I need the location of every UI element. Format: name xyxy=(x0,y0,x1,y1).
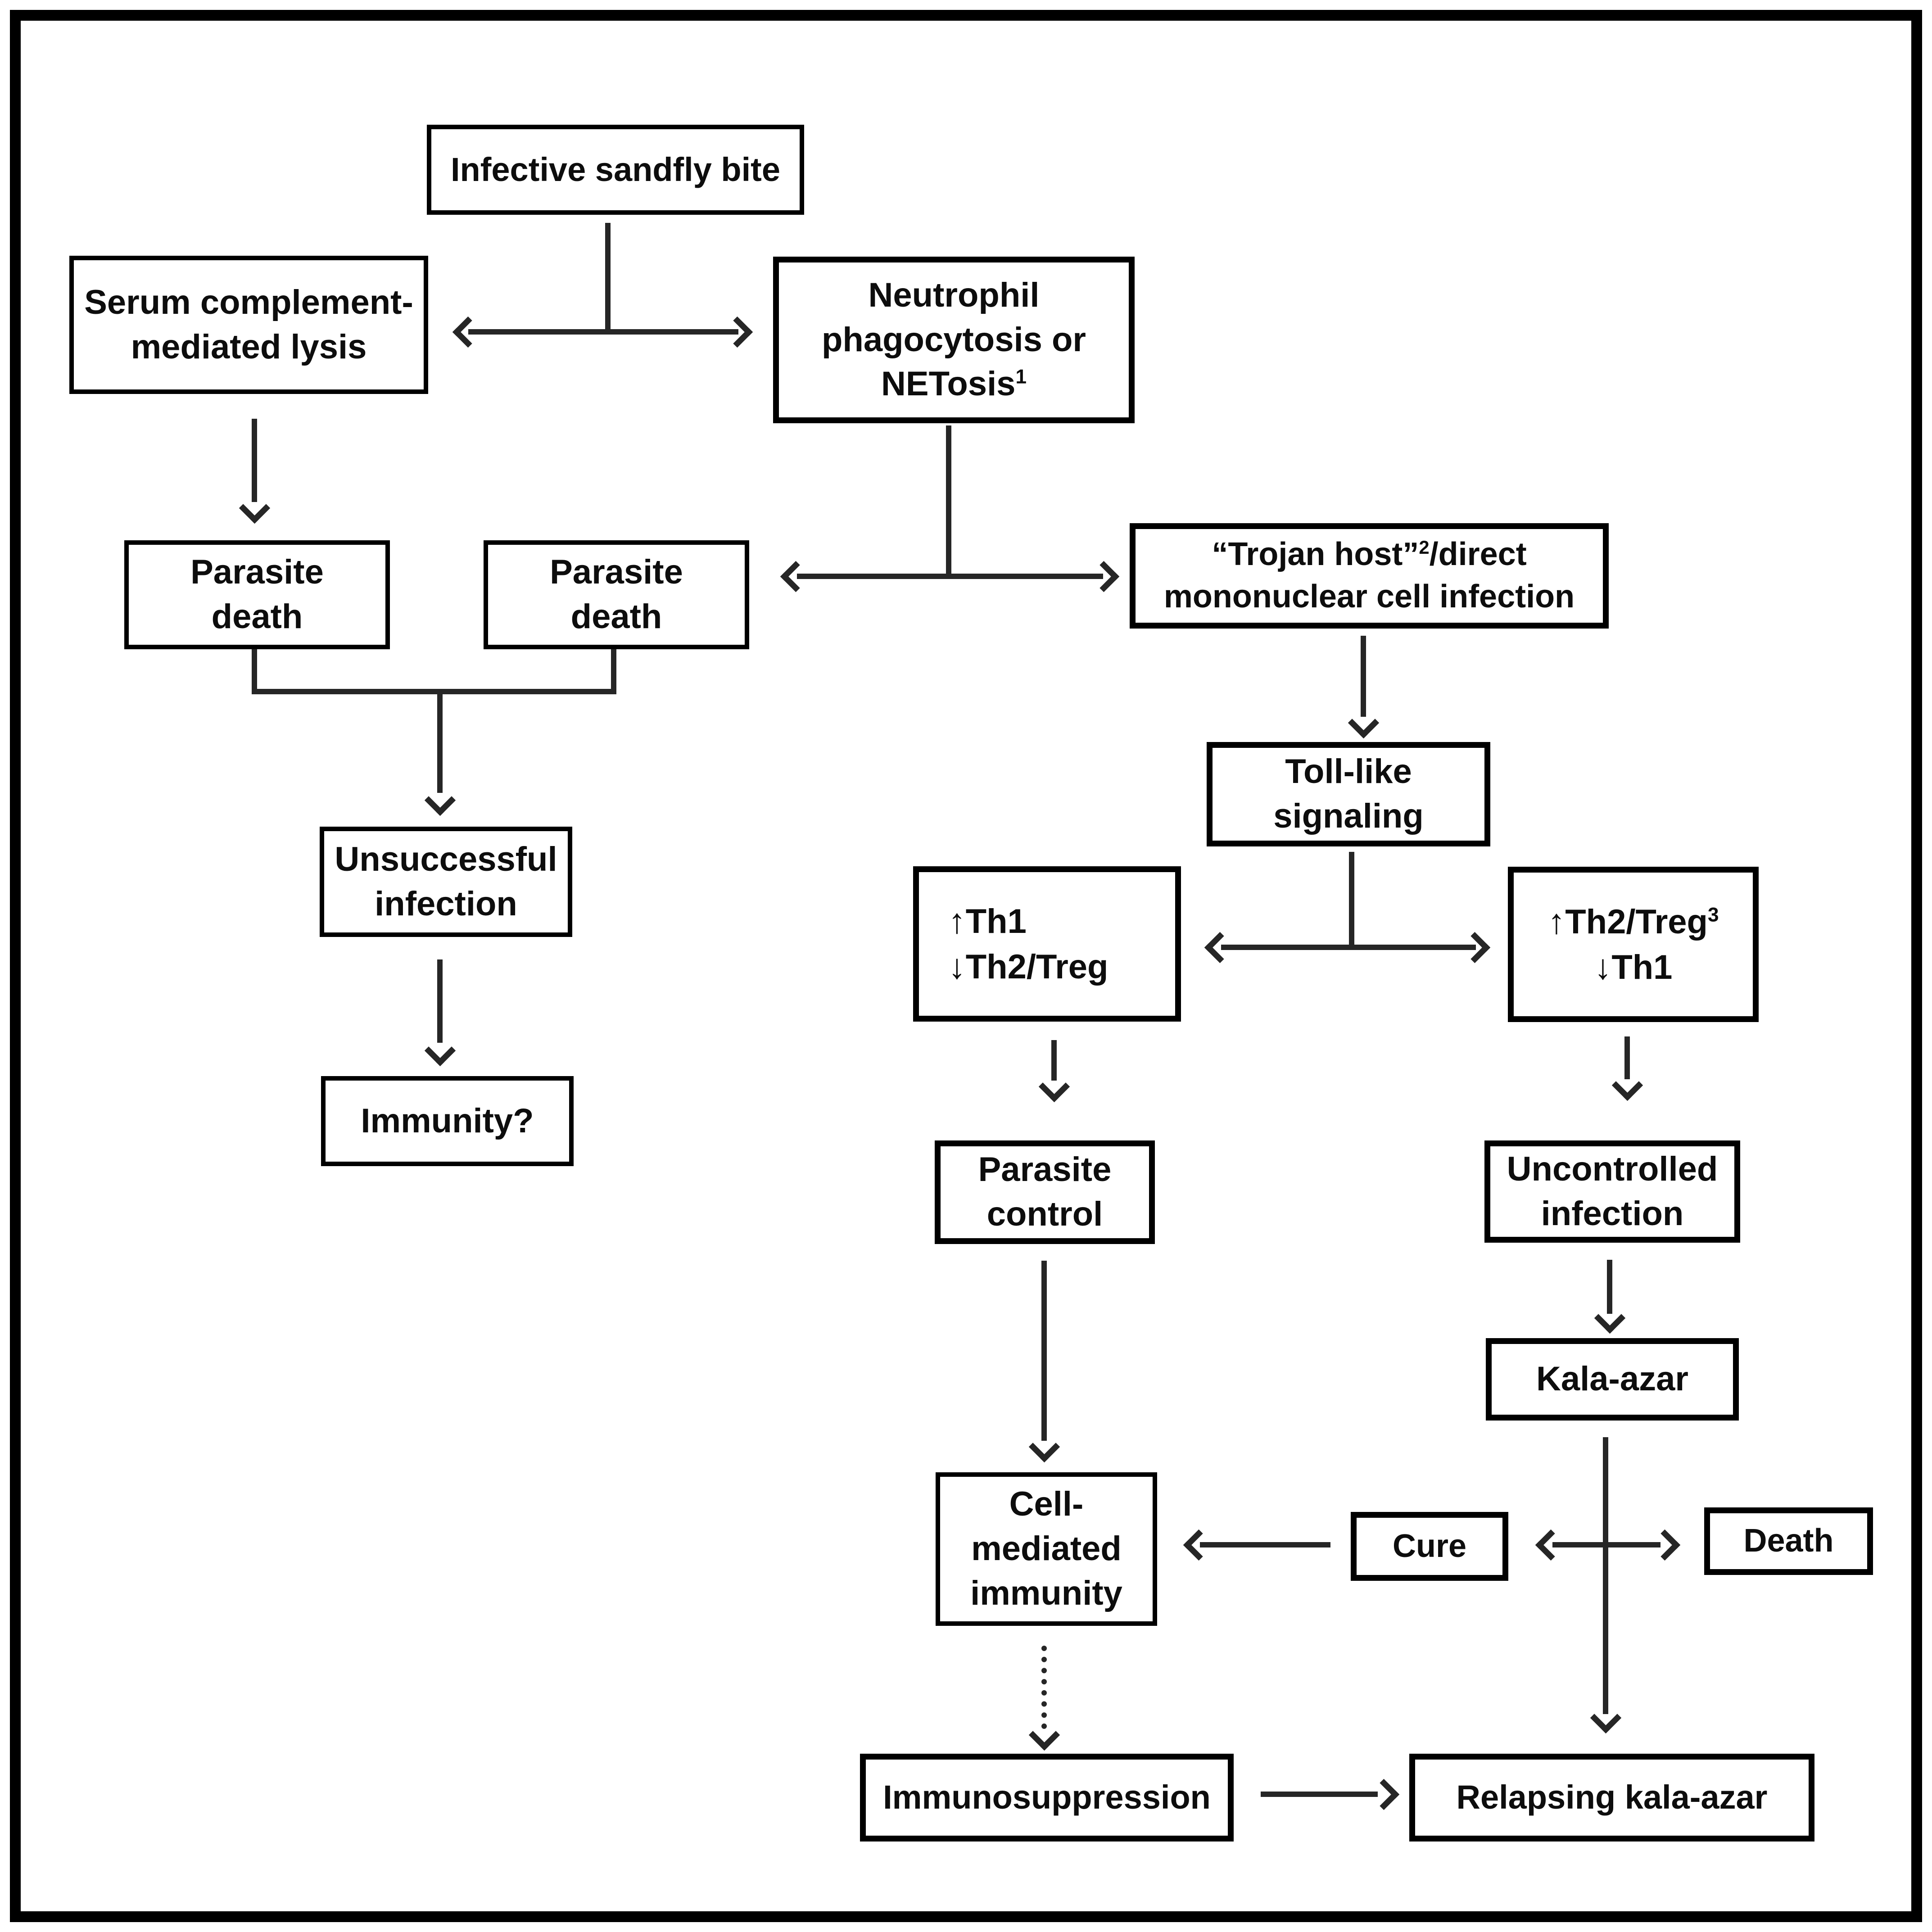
box-parasite-death-right: Parasite death xyxy=(484,540,749,649)
box-cell-mediated-immunity: Cell- mediated immunity xyxy=(936,1472,1157,1626)
box-label-line: Parasite xyxy=(978,1150,1112,1189)
box-label-line: Unsuccessful xyxy=(335,840,557,878)
box-label-line: mononuclear cell infection xyxy=(1163,579,1575,615)
connector-merge-stem xyxy=(437,692,443,793)
connector-infective-bar xyxy=(468,329,738,335)
box-th1-up-th2treg-down: ↑Th1 ↓Th2/Treg xyxy=(913,866,1181,1022)
box-toll-like-signaling: Toll-like signaling xyxy=(1207,742,1490,846)
box-label: Cure xyxy=(1392,1528,1467,1564)
down-arrow-glyph: ↓ xyxy=(1594,947,1612,986)
connector-neutrophil-stem xyxy=(946,425,951,576)
connector-cmi-dotted-down xyxy=(1041,1646,1047,1729)
box-label-line: signaling xyxy=(1273,797,1424,835)
up-arrow-glyph: ↑ xyxy=(1547,902,1566,941)
box-uncontrolled-infection: Uncontrolled infection xyxy=(1484,1140,1740,1243)
connector-trojan-down xyxy=(1361,636,1366,717)
connector-parasite-control-down xyxy=(1041,1261,1047,1441)
th1-up-label: Th1 xyxy=(965,902,1027,941)
box-kala-azar: Kala-azar xyxy=(1486,1338,1739,1421)
box-label-line: Uncontrolled xyxy=(1507,1149,1718,1188)
connector-toll-bar xyxy=(1221,945,1476,950)
box-label-line: Serum complement- xyxy=(84,283,413,321)
box-immunosuppression: Immunosuppression xyxy=(860,1754,1234,1842)
box-label: Relapsing kala-azar xyxy=(1456,1778,1768,1816)
th2-down-label: Th1 xyxy=(1611,948,1673,986)
box-label-line: infection xyxy=(375,884,517,923)
box-label-line: immunity xyxy=(970,1574,1122,1612)
box-parasite-control: Parasite control xyxy=(935,1140,1155,1244)
box-label-line: Parasite xyxy=(550,553,683,592)
box-label-line: death xyxy=(570,597,662,636)
box-label: Immunosuppression xyxy=(883,1778,1211,1816)
box-label-line: Neutrophil xyxy=(868,276,1040,314)
box-label: Kala-azar xyxy=(1536,1360,1688,1398)
up-arrow-glyph: ↑ xyxy=(948,901,966,941)
box-death: Death xyxy=(1704,1507,1873,1575)
box-immunity-question: Immunity? xyxy=(321,1076,574,1166)
box-label-line: “Trojan host”2/direct xyxy=(1212,534,1526,576)
connector-uncontrolled-down xyxy=(1607,1260,1612,1314)
connector-th2-down xyxy=(1624,1036,1630,1079)
th2-up-label: Th2/Treg xyxy=(1565,902,1708,941)
connector-neutrophil-bar xyxy=(797,574,1103,579)
box-label-line: control xyxy=(986,1195,1103,1233)
connector-immunosuppression-right xyxy=(1261,1792,1378,1797)
trojan-direct-text: /direct xyxy=(1429,536,1527,573)
box-relapsing-kala-azar: Relapsing kala-azar xyxy=(1409,1754,1814,1842)
connector-serum-down xyxy=(252,419,257,502)
box-label-line: phagocytosis or xyxy=(822,320,1086,359)
box-label-line: mediated xyxy=(971,1529,1122,1568)
box-label-line: ↓Th1 xyxy=(1594,945,1673,990)
box-neutrophil-phagocytosis-netosis: Neutrophil phagocytosis or NETosis1 xyxy=(773,257,1135,423)
box-trojan-host-mononuclear-infection: “Trojan host”2/direct mononuclear cell i… xyxy=(1130,523,1609,629)
connector-th1-down xyxy=(1051,1040,1057,1081)
box-label-line: mediated lysis xyxy=(131,327,367,366)
trojan-superscript: 2 xyxy=(1419,537,1430,558)
connector-kala-down xyxy=(1603,1437,1608,1714)
box-label: Death xyxy=(1743,1523,1834,1559)
connector-cure-to-cmi xyxy=(1200,1542,1330,1547)
th2-superscript: 3 xyxy=(1707,904,1719,926)
box-label-line: Parasite xyxy=(190,553,324,592)
connector-merge-left xyxy=(252,649,257,694)
box-label-line: NETosis1 xyxy=(881,362,1027,407)
netosis-text: NETosis xyxy=(881,365,1016,403)
netosis-superscript: 1 xyxy=(1015,366,1027,389)
box-unsuccessful-infection: Unsuccessful infection xyxy=(320,827,572,937)
outer-frame xyxy=(10,10,1922,1922)
connector-unsuccessful-down xyxy=(437,959,443,1043)
connector-infective-stem xyxy=(605,223,611,331)
connector-merge-horizontal xyxy=(252,689,616,694)
th1-down-label: Th2/Treg xyxy=(965,947,1109,986)
box-infective-sandfly-bite: Infective sandfly bite xyxy=(427,125,804,215)
box-th2treg-up-th1-down: ↑Th2/Treg3 ↓Th1 xyxy=(1508,867,1759,1022)
box-parasite-death-left: Parasite death xyxy=(124,540,390,649)
down-arrow-glyph: ↓ xyxy=(948,947,966,986)
box-cure: Cure xyxy=(1351,1512,1508,1581)
box-label-line: Cell- xyxy=(1009,1485,1084,1524)
connector-cure-death xyxy=(1552,1542,1661,1547)
connector-merge-right xyxy=(611,649,616,694)
connector-toll-stem xyxy=(1349,852,1354,947)
box-label-line: Toll-like xyxy=(1285,752,1412,791)
box-label-line: ↓Th2/Treg xyxy=(948,944,1108,990)
box-label: Infective sandfly bite xyxy=(451,150,780,188)
box-label-line: ↑Th2/Treg3 xyxy=(1548,899,1719,945)
box-label-line: ↑Th1 xyxy=(948,899,1027,944)
box-label-line: death xyxy=(211,597,303,636)
box-label: Immunity? xyxy=(361,1101,534,1140)
box-label-line: infection xyxy=(1541,1194,1684,1233)
box-serum-complement-lysis: Serum complement- mediated lysis xyxy=(69,256,428,394)
trojan-host-text: “Trojan host” xyxy=(1212,536,1419,573)
